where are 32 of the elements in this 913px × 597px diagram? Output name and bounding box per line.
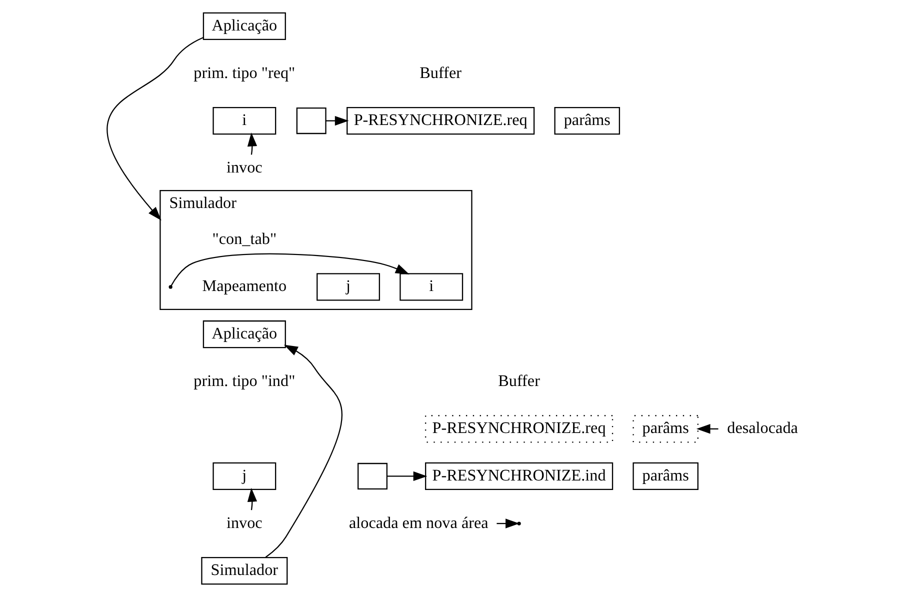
label: prim. tipo "ind": [194, 372, 296, 390]
arrow: [106, 36, 204, 220]
label: Buffer: [498, 372, 540, 390]
arrow: [247, 488, 258, 510]
node-box: parâms: [632, 462, 698, 490]
label: "con_tab": [212, 230, 277, 248]
arrow: [265, 344, 342, 558]
arrow: [170, 253, 410, 286]
node-box: i: [400, 273, 464, 301]
arrow: [326, 116, 349, 126]
node-box: j: [316, 273, 380, 301]
node-box: j: [212, 462, 276, 490]
label: prim. tipo "req": [194, 64, 296, 82]
node-box: parâms: [632, 415, 698, 443]
node-box: Aplicação: [202, 320, 286, 348]
node-box: [296, 108, 326, 134]
node-box: Aplicação: [202, 12, 286, 40]
node-box: Simulador: [201, 556, 288, 585]
node-box: P-RESYNCHRONIZE.ind: [425, 462, 614, 490]
node-text: invoc: [226, 159, 262, 176]
node-box: parâms: [554, 106, 620, 135]
node-text: alocada em nova área: [348, 514, 488, 532]
node-box: i: [212, 106, 276, 135]
label: Mapeamento: [202, 278, 287, 296]
label: Buffer: [420, 64, 462, 82]
arrow: [496, 518, 520, 528]
node-box: [358, 462, 388, 490]
node-text: desalocada: [727, 420, 798, 438]
node-box: P-RESYNCHRONIZE.req: [425, 415, 614, 443]
node-box: P-RESYNCHRONIZE.req: [346, 106, 535, 135]
arrow: [387, 471, 428, 482]
node-text: invoc: [226, 514, 262, 532]
